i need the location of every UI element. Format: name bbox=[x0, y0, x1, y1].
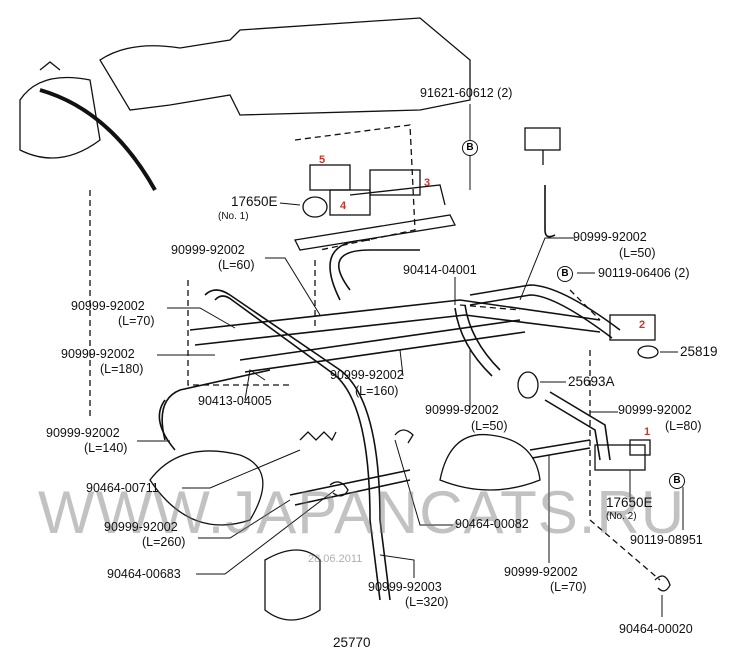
hose-top-left bbox=[39, 88, 157, 191]
label-25693a: 25693A bbox=[568, 374, 615, 389]
clip-top-left bbox=[39, 61, 61, 71]
clip-00082 bbox=[394, 429, 414, 444]
hose-label-part: 90999-92002 bbox=[171, 243, 245, 257]
engine-outline bbox=[99, 17, 471, 116]
marker-4: 4 bbox=[340, 200, 347, 212]
b-marker: B bbox=[557, 266, 573, 282]
vsv-no1-drawing bbox=[294, 127, 561, 251]
hose-label-part: 90999-92002 bbox=[71, 299, 145, 313]
label-17650e-no1: 17650E bbox=[231, 194, 278, 209]
label-25770: 25770 bbox=[333, 635, 371, 650]
filter-25693A bbox=[517, 371, 539, 399]
clip-00683 bbox=[329, 481, 349, 497]
hose-label-length: (L=320) bbox=[405, 595, 449, 609]
label-90119-06406: 90119-06406 (2) bbox=[598, 266, 690, 280]
b-marker: B bbox=[462, 140, 478, 156]
label-no2: (No. 2) bbox=[606, 511, 637, 522]
label-90413-04005: 90413-04005 bbox=[198, 394, 272, 408]
marker-5: 5 bbox=[319, 154, 326, 166]
hose-bundle bbox=[158, 185, 621, 601]
hose-label-length: (L=160) bbox=[355, 384, 399, 398]
label-25819: 25819 bbox=[680, 344, 718, 359]
marker-1: 1 bbox=[644, 426, 651, 438]
label-90414-04001: 90414-04001 bbox=[403, 263, 477, 277]
hose-label-part: 90999-92002 bbox=[618, 403, 692, 417]
label-90464-00683: 90464-00683 bbox=[107, 567, 181, 581]
label-90119-08951: 90119-08951 bbox=[630, 533, 703, 547]
b-marker: B bbox=[669, 473, 685, 489]
hose-label-part: 90999-92002 bbox=[61, 347, 135, 361]
label-90464-00020: 90464-00020 bbox=[619, 622, 693, 636]
marker-2: 2 bbox=[639, 319, 646, 331]
label-90464-00711: 90464-00711 bbox=[86, 481, 159, 495]
leader-lines bbox=[137, 104, 684, 617]
hose-label-length: (L=80) bbox=[665, 419, 702, 433]
hose-label-length: (L=50) bbox=[471, 419, 508, 433]
watermark-date: 28.06.2011 bbox=[308, 553, 363, 565]
hose-label-length: (L=70) bbox=[550, 580, 587, 594]
label-90464-00082: 90464-00082 bbox=[455, 517, 529, 531]
hose-label-length: (L=50) bbox=[619, 246, 656, 260]
hose-label-part: 90999-92003 bbox=[368, 580, 442, 594]
actuator-dome bbox=[439, 433, 541, 491]
hose-label-part: 90999-92002 bbox=[104, 520, 178, 534]
hose-label-length: (L=140) bbox=[84, 441, 128, 455]
hose-label-length: (L=180) bbox=[100, 362, 144, 376]
clip-00711 bbox=[299, 431, 337, 442]
actuator-left bbox=[149, 450, 264, 526]
hose-label-part: 90999-92002 bbox=[46, 426, 120, 440]
label-17650e-no2: 17650E bbox=[606, 495, 653, 510]
vsv-no2-drawing bbox=[594, 444, 646, 471]
hose-label-part: 90999-92002 bbox=[573, 230, 647, 244]
air-cleaner-outline bbox=[19, 76, 101, 159]
label-no1: (No. 1) bbox=[218, 211, 249, 222]
hose-label-part: 90999-92002 bbox=[504, 565, 578, 579]
label-91621-60612: 91621-60612 (2) bbox=[420, 86, 513, 100]
hose-label-length: (L=260) bbox=[142, 535, 186, 549]
marker-3: 3 bbox=[424, 177, 431, 189]
vsv-2-drawing bbox=[609, 314, 656, 341]
hose-label-length: (L=60) bbox=[218, 258, 255, 272]
guide-lines bbox=[89, 124, 661, 581]
canister-bottom bbox=[264, 549, 321, 621]
hose-label-part: 90999-92002 bbox=[330, 368, 404, 382]
hose-label-length: (L=70) bbox=[118, 314, 155, 328]
watermark: WWW.JAPANCATS.RU bbox=[38, 479, 686, 546]
hose-label-part: 90999-92002 bbox=[425, 403, 499, 417]
clip-00020 bbox=[654, 575, 671, 592]
